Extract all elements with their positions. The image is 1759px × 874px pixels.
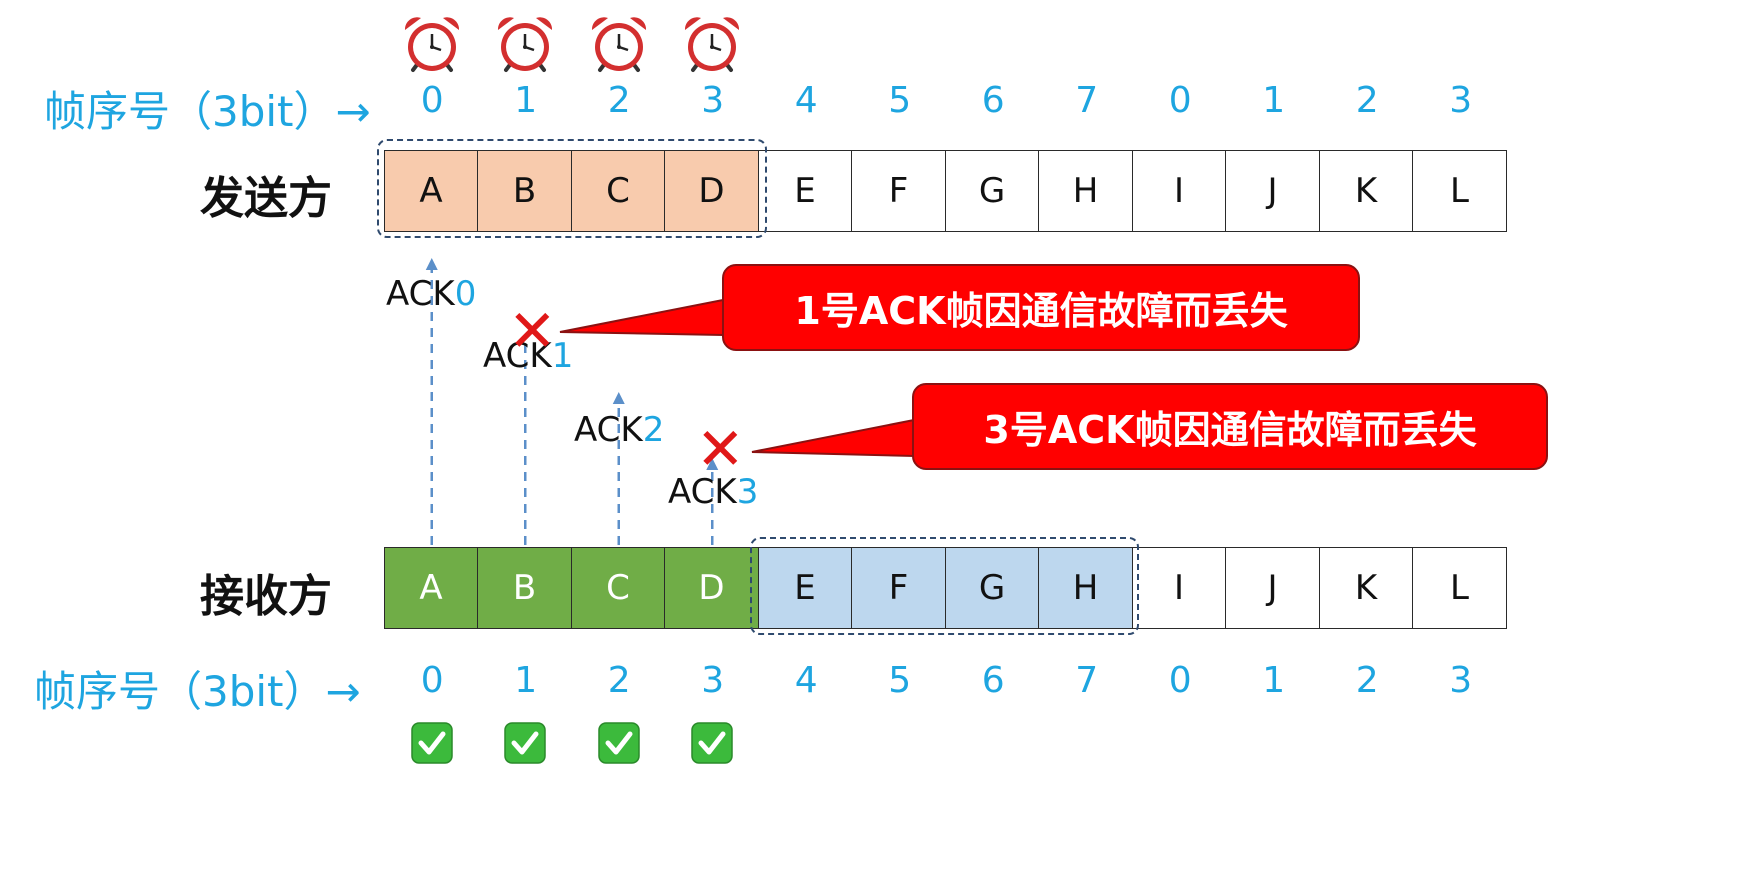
check-mark-icon [411, 722, 453, 768]
sender-window [377, 139, 767, 238]
receiver-frame-d: D [664, 547, 759, 629]
receiver-frame-h: H [1038, 547, 1133, 629]
receiver-frame-f: F [851, 547, 946, 629]
receiver-seq-number: 3 [701, 660, 725, 701]
sender-frame-e: E [757, 150, 853, 232]
sender-seq-number: 1 [514, 80, 538, 121]
sender-seq-number: 6 [981, 80, 1005, 121]
receiver-frame-i: I [1131, 547, 1227, 629]
sender-frame-h: H [1038, 150, 1133, 232]
receiver-seq-number: 2 [1355, 660, 1379, 701]
sender-seq-number: 7 [1075, 80, 1099, 121]
ack-arrowhead-3 [706, 458, 719, 470]
sender-seq-number: 2 [607, 80, 631, 121]
sender-frame-g: G [944, 150, 1040, 232]
receiver-seq-number: 2 [607, 660, 631, 701]
alarm-clock-icon [679, 12, 745, 82]
receiver-frame-j: J [1225, 547, 1320, 629]
sender-seq-number: 1 [1262, 80, 1286, 121]
receiver-frame-g: G [944, 547, 1040, 629]
ack-label-0: ACK0 [386, 274, 477, 314]
sender-frame-c: C [570, 150, 666, 232]
check-mark-icon [691, 722, 733, 768]
receiver-frame-a: A [383, 547, 479, 629]
sender-frame-b: B [477, 150, 572, 232]
ack-arrowhead-0 [425, 258, 438, 270]
receiver-seq-number: 3 [1449, 660, 1473, 701]
check-mark-icon [598, 722, 640, 768]
receiver-frame-e: E [757, 547, 853, 629]
receiver-frame-k: K [1318, 547, 1414, 629]
receiver-seq-number: 6 [981, 660, 1005, 701]
receiver-seq-number: 4 [794, 660, 818, 701]
sender-seq-label: 帧序号（3bit）→ [44, 87, 371, 136]
receiver-frame-c: C [570, 547, 666, 629]
sender-seq-number: 5 [888, 80, 912, 121]
alarm-clock-icon [492, 12, 558, 82]
sender-frame-a: A [383, 150, 479, 232]
receiver-frame-b: B [477, 547, 572, 629]
callout-ack1-lost: 1号ACK帧因通信故障而丢失 [722, 264, 1360, 351]
sender-seq-number: 0 [420, 80, 444, 121]
callout-ack3-lost: 3号ACK帧因通信故障而丢失 [912, 383, 1548, 470]
cross-mark-icon: ✕ [696, 415, 745, 483]
receiver-seq-number: 1 [1262, 660, 1286, 701]
alarm-clock-icon [586, 12, 652, 82]
sender-frame-k: K [1318, 150, 1414, 232]
sender-frame-i: I [1131, 150, 1227, 232]
receiver-seq-number: 0 [1168, 660, 1192, 701]
sender-seq-number: 3 [701, 80, 725, 121]
alarm-clock-icon [399, 12, 465, 82]
receiver-seq-label: 帧序号（3bit）→ [34, 667, 361, 716]
receiver-window [750, 537, 1139, 635]
receiver-seq-number: 0 [420, 660, 444, 701]
ack-label-1: ACK1 [483, 336, 574, 376]
receiver-frame-l: L [1412, 547, 1507, 629]
sender-seq-number: 2 [1355, 80, 1379, 121]
receiver-label: 接收方 [200, 571, 332, 622]
ack-arrowhead-2 [612, 392, 625, 404]
ack-label-3: ACK3 [668, 472, 759, 512]
sender-frame-l: L [1412, 150, 1507, 232]
sender-seq-number: 3 [1449, 80, 1473, 121]
ack-label-2: ACK2 [574, 410, 665, 450]
check-mark-icon [504, 722, 546, 768]
sender-frame-f: F [851, 150, 946, 232]
sender-label: 发送方 [200, 173, 332, 224]
sender-seq-number: 0 [1168, 80, 1192, 121]
sender-frame-j: J [1225, 150, 1320, 232]
receiver-seq-number: 7 [1075, 660, 1099, 701]
sender-seq-number: 4 [794, 80, 818, 121]
receiver-seq-number: 1 [514, 660, 538, 701]
sender-frame-d: D [664, 150, 759, 232]
cross-mark-icon: ✕ [508, 297, 557, 365]
receiver-seq-number: 5 [888, 660, 912, 701]
